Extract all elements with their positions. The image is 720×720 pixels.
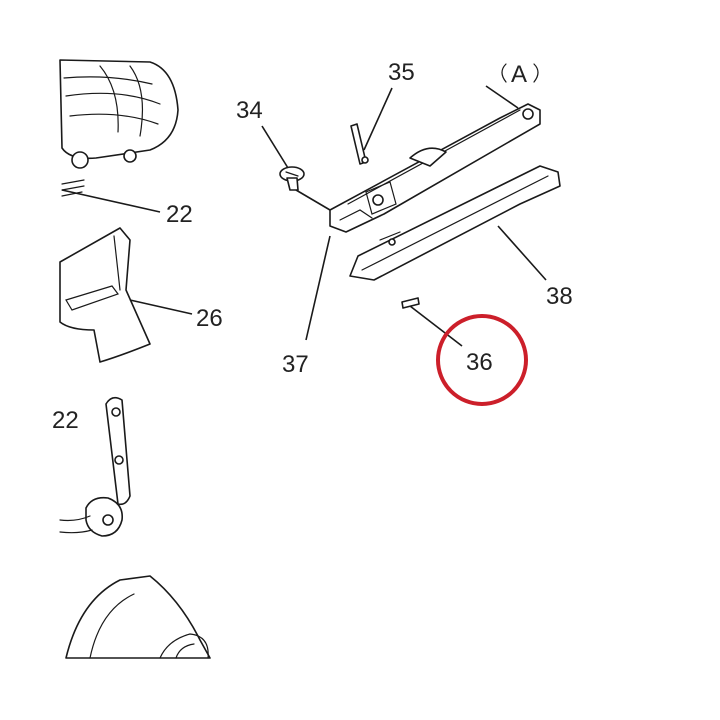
callout-34: 34 (236, 97, 263, 124)
reference-a-label: A (511, 61, 527, 88)
link-arm-fragment (59, 396, 131, 537)
part-36-rod (401, 297, 420, 309)
callout-26: 26 (196, 305, 223, 332)
motor-fragment (65, 575, 211, 659)
part-34-screw (279, 166, 305, 191)
part-26-cover (59, 227, 151, 363)
reference-a-marker: A (501, 61, 539, 88)
callout-36: 36 (466, 349, 493, 376)
callout-37: 37 (282, 351, 309, 378)
housing-fragment-top (59, 59, 179, 197)
callout-35: 35 (388, 59, 415, 86)
part-35-pin (350, 123, 369, 165)
callout-38: 38 (546, 283, 573, 310)
callout-22-left: 22 (52, 407, 79, 434)
leader-lines (61, 85, 547, 347)
highlight-circle (436, 314, 528, 406)
part-37-bracket (329, 103, 541, 233)
part-38-guide (349, 165, 561, 281)
callout-22-top: 22 (166, 201, 193, 228)
